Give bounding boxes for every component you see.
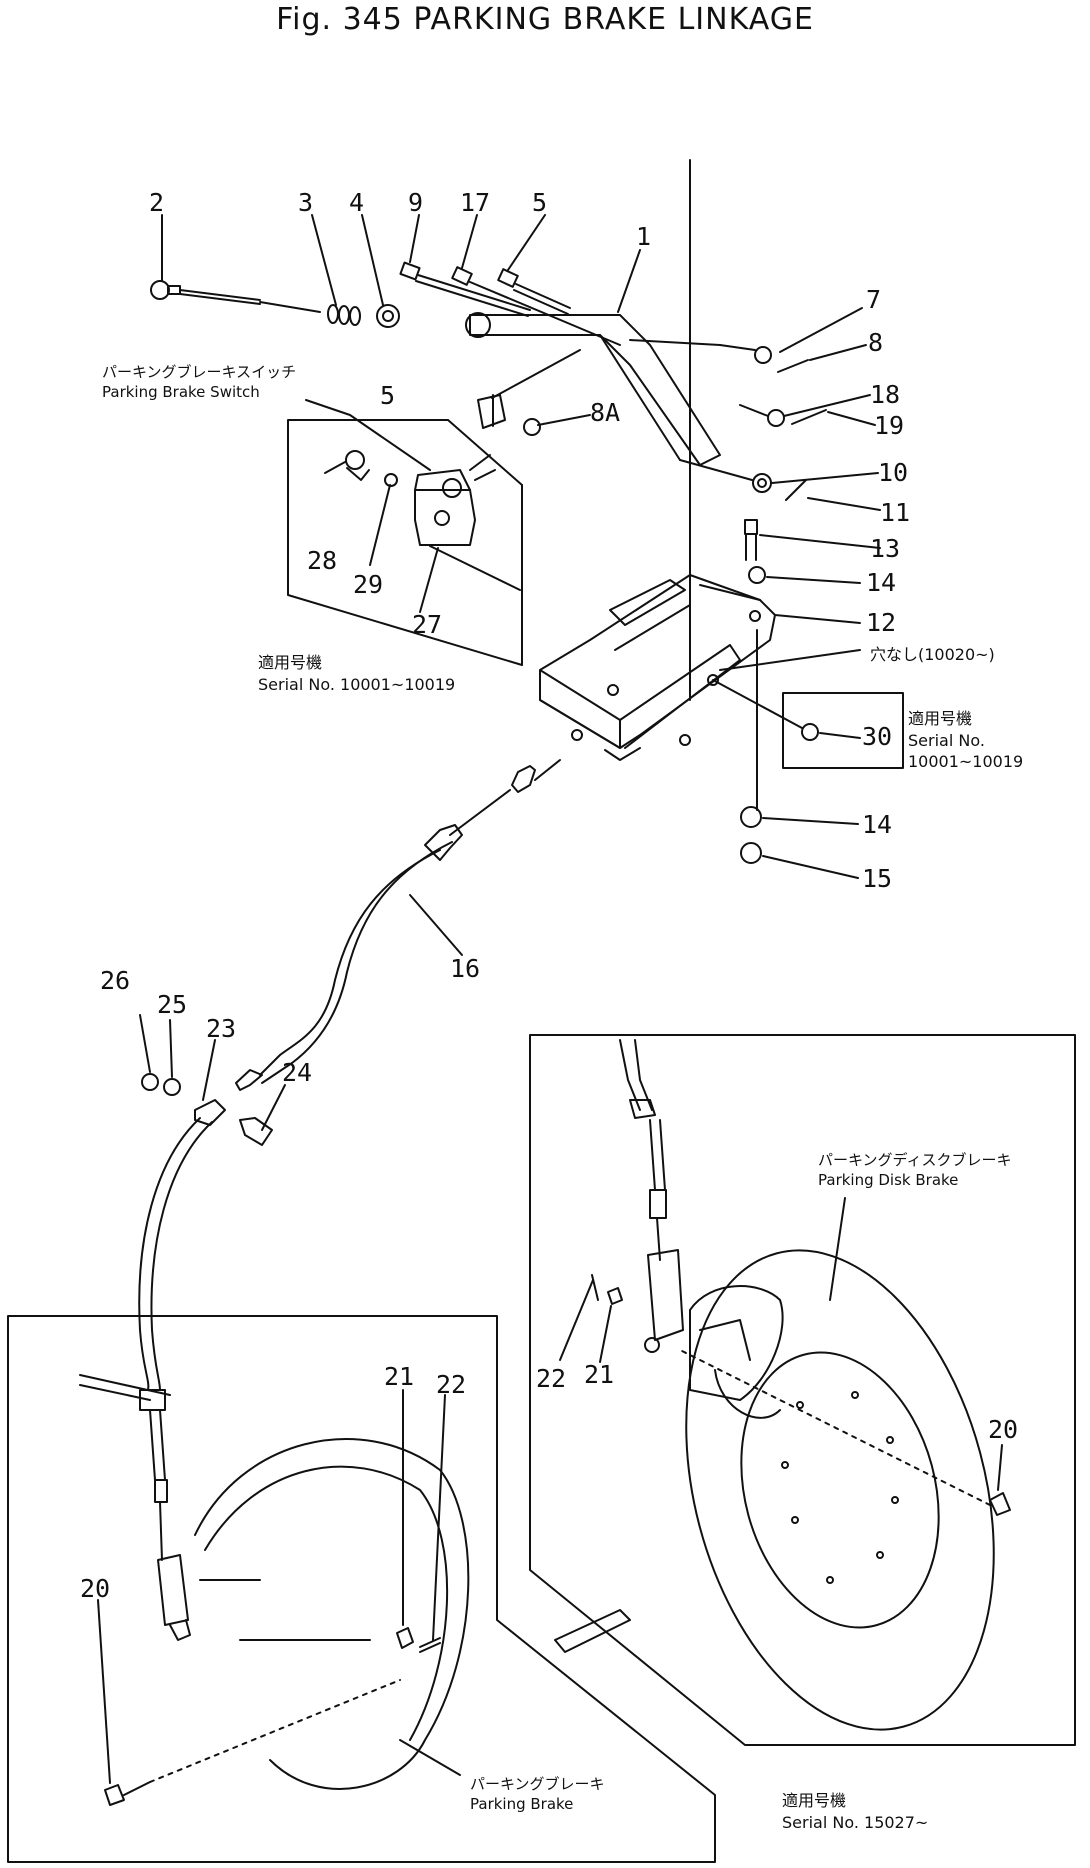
serial-note-disc: 適用号機 Serial No. 15027~: [782, 1790, 928, 1833]
callout-23: 23: [206, 1014, 237, 1043]
bracket-5: [477, 394, 506, 429]
serial-note-main: 適用号機 Serial No. 10001~10019: [258, 652, 455, 695]
callout-21-right: 21: [584, 1360, 615, 1389]
parking-brake-switch-27: [414, 454, 496, 546]
callout-8a: 8A: [590, 398, 621, 427]
callout-7: 7: [866, 285, 882, 314]
parking-brake-jp: パーキングブレーキ: [470, 1775, 605, 1793]
callout-19: 19: [874, 411, 905, 440]
callout-24: 24: [282, 1058, 313, 1087]
washer-29: [384, 473, 398, 487]
parking-brake-note: パーキングブレーキ Parking Brake: [470, 1774, 605, 1815]
inset-frame-disk-brake: [529, 1034, 1076, 1746]
drum-brake: [194, 1438, 470, 1790]
switch-bracket-frame: [287, 419, 523, 666]
callout-3: 3: [298, 188, 314, 217]
figure-title: Fig. 345 PARKING BRAKE LINKAGE: [276, 2, 814, 37]
callout-18: 18: [870, 380, 901, 409]
callout-10: 10: [878, 458, 909, 487]
serial-note-disc-jp: 適用号機: [782, 1791, 847, 1810]
parking-disk-brake-jp: パーキングディスクブレーキ: [818, 1151, 1012, 1169]
serial-note-disc-en: Serial No. 15027~: [782, 1812, 929, 1832]
callout-12: 12: [866, 608, 897, 637]
knob-2: [150, 280, 170, 300]
parking-brake-switch-en: Parking Brake Switch: [102, 383, 260, 402]
callout-22-right: 22: [536, 1364, 567, 1393]
callout-13: 13: [870, 534, 901, 563]
inset-frame-drum-brake: [7, 1315, 716, 1863]
callout-27: 27: [412, 610, 443, 639]
callout-17: 17: [460, 188, 491, 217]
callout-9: 9: [408, 188, 424, 217]
bolt-5-top: [497, 268, 571, 315]
bolt-9: [399, 261, 531, 317]
callout-15: 15: [862, 864, 893, 893]
nut-28: [345, 450, 365, 470]
lever-1: [469, 159, 721, 701]
callout-29: 29: [353, 570, 384, 599]
box-part-30: [782, 692, 904, 769]
cable-16: [235, 759, 561, 1091]
callout-20-right: 20: [988, 1415, 1019, 1444]
callout-1: 1: [636, 222, 652, 251]
callout-11: 11: [880, 498, 911, 527]
serial-note-main-jp: 適用号機: [258, 653, 323, 672]
serial-note-30-en1: Serial No.: [908, 730, 985, 750]
serial-note-main-en: Serial No. 10001~10019: [258, 674, 456, 694]
callout-22-left: 22: [436, 1370, 467, 1399]
parking-brake-en: Parking Brake: [470, 1795, 574, 1814]
callout-30: 30: [862, 722, 893, 751]
callout-5-bracket: 5: [380, 381, 396, 410]
parking-brake-switch-jp: パーキングブレーキスイッチ: [102, 363, 297, 381]
callout-2: 2: [149, 188, 165, 217]
serial-note-30: 適用号機 Serial No. 10001~10019: [908, 708, 1023, 773]
callout-16: 16: [450, 954, 481, 983]
callout-5-top: 5: [532, 188, 548, 217]
callout-26-top: 26: [100, 966, 131, 995]
parking-brake-switch-note: パーキングブレーキスイッチ Parking Brake Switch: [102, 362, 296, 403]
callout-8: 8: [868, 328, 884, 357]
parking-disk-brake-note: パーキングディスクブレーキ Parking Disk Brake: [818, 1150, 1012, 1191]
serial-note-30-en2: 10001~10019: [908, 752, 1024, 772]
bolt-17: [451, 266, 621, 346]
callout-25: 25: [157, 990, 188, 1019]
disc-brake: [619, 1039, 995, 1731]
callout-28: 28: [307, 546, 338, 575]
parking-disk-brake-en: Parking Disk Brake: [818, 1171, 959, 1190]
control-box-12: [539, 574, 776, 761]
callout-20-left: 20: [80, 1574, 111, 1603]
callout-14-bottom: 14: [862, 810, 893, 839]
callout-14-top: 14: [866, 568, 897, 597]
hole-note: 穴なし(10020~): [870, 645, 995, 664]
serial-note-30-jp: 適用号機: [908, 709, 973, 728]
callout-21-left: 21: [384, 1362, 415, 1391]
callout-4: 4: [349, 188, 365, 217]
